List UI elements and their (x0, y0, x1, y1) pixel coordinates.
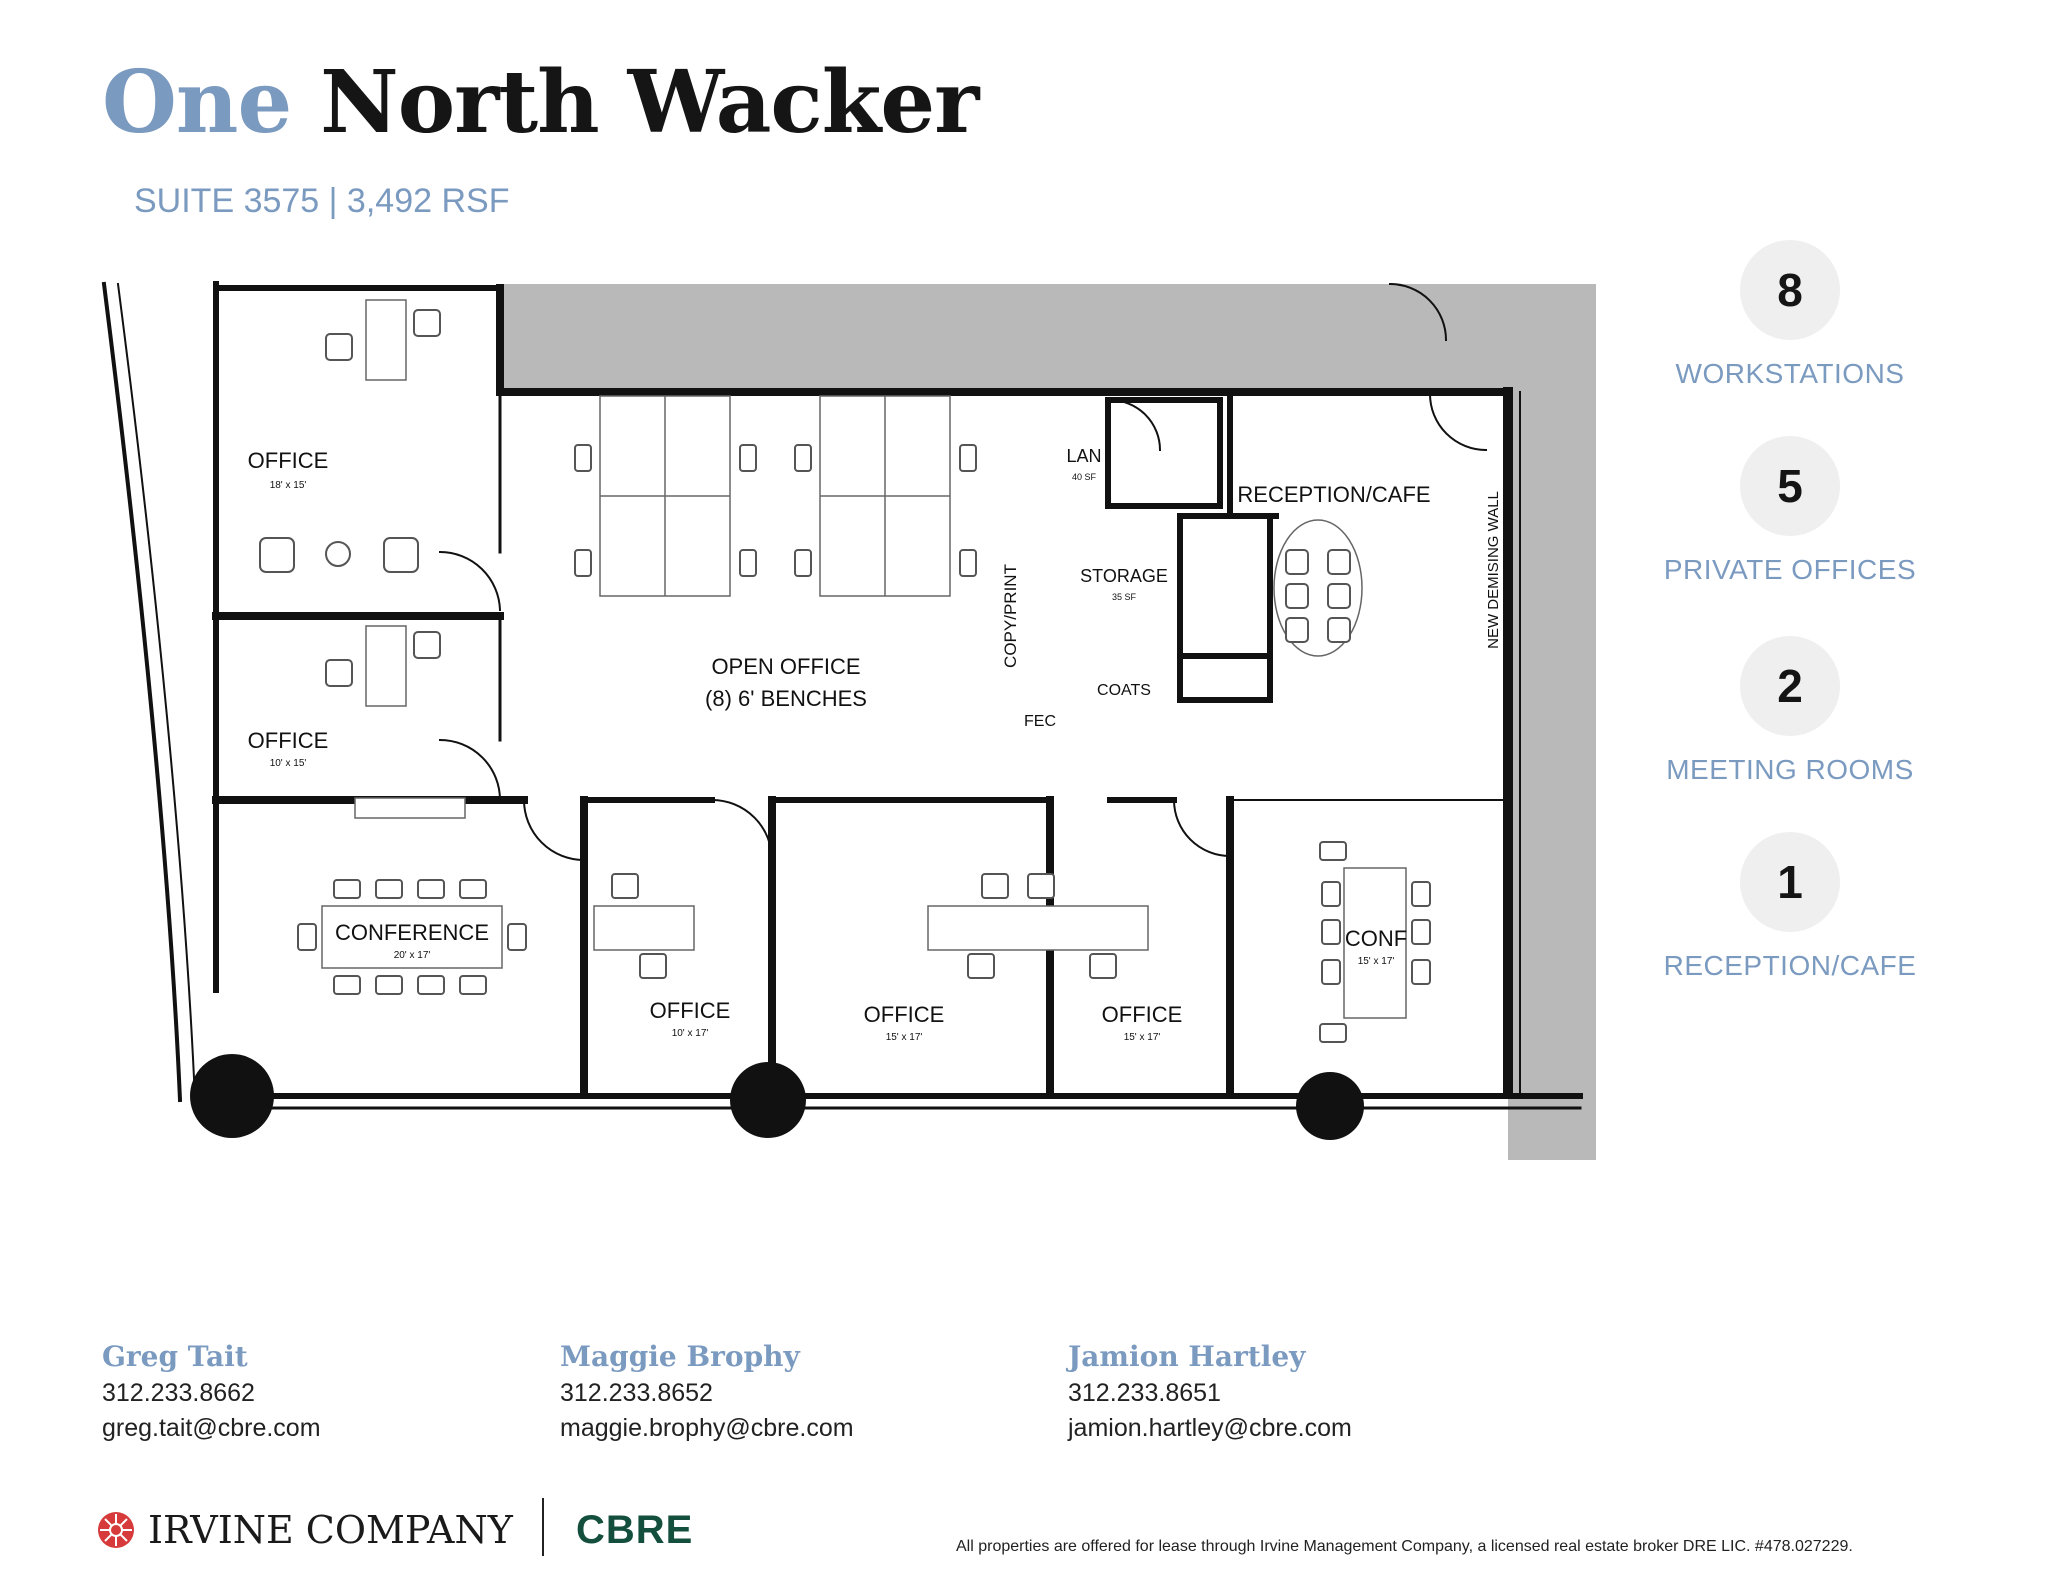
stat-label: RECEPTION/CAFE (1663, 950, 1917, 981)
room-lan-size: 40 SF (1072, 472, 1097, 482)
suite-subtitle: SUITE 3575 | 3,492 RSF (134, 182, 510, 220)
contact-name: Jamion Hartley (1068, 1340, 1306, 1373)
stat-badge: 5 (1740, 436, 1840, 536)
room-storage-size: 35 SF (1112, 592, 1137, 602)
stat-reception-cafe: 1 RECEPTION/CAFE (1640, 832, 1940, 982)
stat-badge: 8 (1740, 240, 1840, 340)
corridor-east (1508, 394, 1596, 1160)
room-office-e-label: OFFICE (1102, 1002, 1183, 1027)
contact-email[interactable]: maggie.brophy@cbre.com (560, 1414, 854, 1442)
contact-card: Maggie Brophy 312.233.8652 maggie.brophy… (560, 1340, 854, 1443)
fec-label: FEC (1024, 713, 1056, 730)
contact-name: Maggie Brophy (560, 1340, 800, 1373)
stat-label: WORKSTATIONS (1675, 358, 1905, 389)
stat-meeting-rooms: 2 MEETING ROOMS (1640, 636, 1940, 786)
reception-cafe-label: RECEPTION/CAFE (1237, 482, 1430, 507)
irvine-wordmark: IRVINE COMPANY (148, 1508, 513, 1552)
room-office-b-size: 10' x 15' (270, 758, 307, 769)
stat-private-offices: 5 PRIVATE OFFICES (1640, 436, 1940, 586)
title-part-one: One (102, 52, 292, 153)
room-conf-label: CONF (1345, 926, 1407, 951)
room-storage-label: STORAGE (1080, 566, 1168, 586)
open-office-label: OPEN OFFICE (711, 654, 860, 679)
room-lan-label: LAN (1066, 446, 1101, 466)
room-office-d-label: OFFICE (864, 1002, 945, 1027)
title-part-two: North Wacker (320, 52, 979, 153)
stat-label: MEETING ROOMS (1666, 754, 1914, 785)
contact-phone[interactable]: 312.233.8662 (102, 1379, 255, 1407)
room-office-b-label: OFFICE (248, 728, 329, 753)
stat-label: PRIVATE OFFICES (1663, 554, 1917, 585)
legal-disclaimer: All properties are offered for lease thr… (956, 1538, 1853, 1555)
cbre-logo: CBRE (576, 1508, 694, 1552)
contact-name: Greg Tait (102, 1340, 248, 1373)
room-office-c-label: OFFICE (650, 998, 731, 1023)
room-conference-label: CONFERENCE (335, 920, 489, 945)
contact-email[interactable]: greg.tait@cbre.com (102, 1414, 321, 1442)
coats-label: COATS (1097, 682, 1151, 699)
room-conf-size: 15' x 17' (1358, 956, 1395, 967)
room-office-a-label: OFFICE (248, 448, 329, 473)
page-title: One North Wacker (102, 60, 979, 146)
room-office-a-size: 18' x 15' (270, 480, 307, 491)
irvine-rosette-icon (98, 1512, 134, 1548)
contact-email[interactable]: jamion.hartley@cbre.com (1068, 1414, 1352, 1442)
stat-workstations: 8 WORKSTATIONS (1640, 240, 1940, 390)
logo-divider (542, 1498, 544, 1556)
west-curtain-wall (101, 281, 183, 1103)
room-office-d-size: 15' x 17' (886, 1032, 923, 1043)
irvine-company-logo: IRVINE COMPANY (96, 1508, 513, 1552)
contact-card: Greg Tait 312.233.8662 greg.tait@cbre.co… (102, 1340, 321, 1443)
room-conference-size: 20' x 17' (394, 950, 431, 961)
core-area-top (500, 284, 1596, 394)
lan-room (1105, 397, 1223, 509)
room-office-e-size: 15' x 17' (1124, 1032, 1161, 1043)
floor-plan: OFFICE 18' x 15' OFFICE 10' x 15' CONFER… (101, 281, 1596, 1160)
open-office-benches: (8) 6' BENCHES (705, 686, 867, 711)
stat-badge: 1 (1740, 832, 1840, 932)
contact-phone[interactable]: 312.233.8652 (560, 1379, 713, 1407)
contact-card: Jamion Hartley 312.233.8651 jamion.hartl… (1068, 1340, 1352, 1443)
room-office-c-size: 10' x 17' (672, 1028, 709, 1039)
copy-print-label: COPY/PRINT (1001, 564, 1020, 668)
contact-phone[interactable]: 312.233.8651 (1068, 1379, 1221, 1407)
stat-badge: 2 (1740, 636, 1840, 736)
demising-wall-label: NEW DEMISING WALL (1485, 491, 1502, 649)
storage-room (1177, 513, 1273, 659)
